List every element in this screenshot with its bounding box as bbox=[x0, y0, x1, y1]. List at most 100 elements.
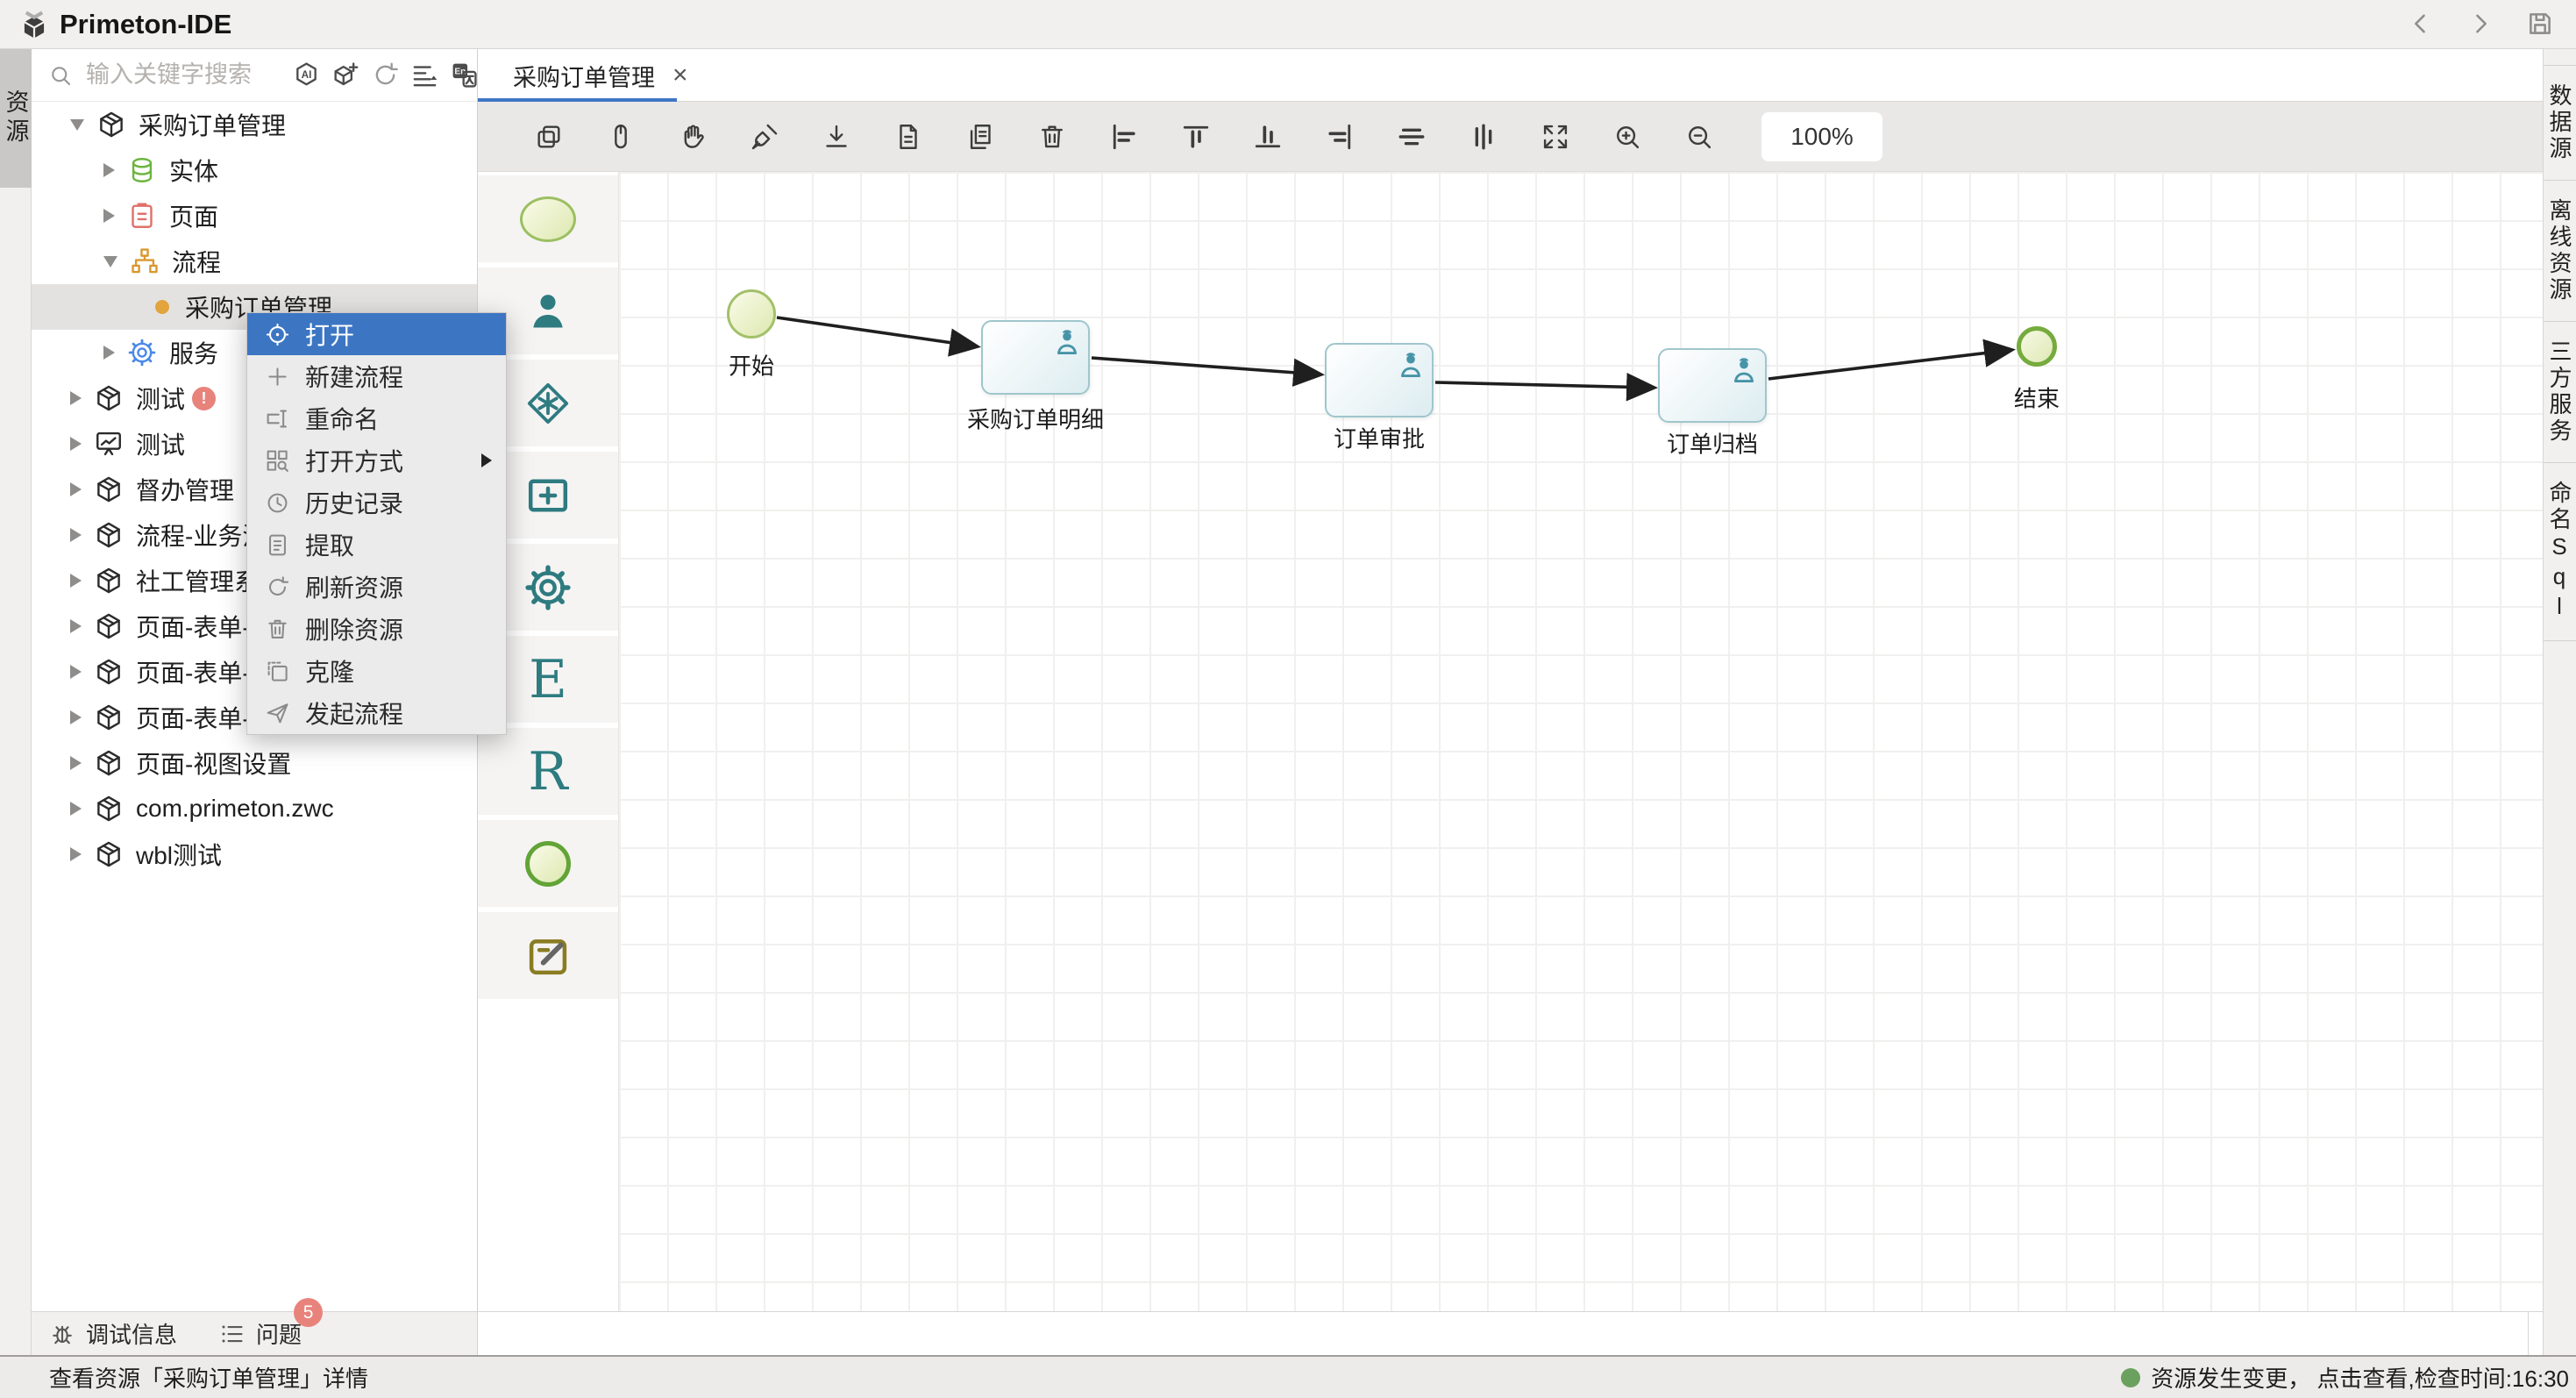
tree-item-flow[interactable]: 流程 bbox=[32, 239, 477, 284]
sidebar-tab-resources[interactable]: 资源 bbox=[0, 49, 32, 188]
chevron-right-icon[interactable] bbox=[70, 847, 82, 861]
bottom-tab-problems[interactable]: 问题5 bbox=[219, 1317, 302, 1350]
tree-item-label: wbl测试 bbox=[136, 837, 222, 872]
toolbar-duplicate-document-icon[interactable] bbox=[965, 122, 995, 152]
flow-node-task-order-approval[interactable] bbox=[1325, 343, 1434, 417]
nav-forward-icon[interactable] bbox=[2466, 9, 2495, 39]
chevron-right-icon[interactable] bbox=[70, 391, 82, 405]
chevron-right-icon[interactable] bbox=[103, 209, 115, 223]
sidebar-tab-third-party-service[interactable]: 三方服务 bbox=[2544, 322, 2576, 463]
palette-item-start-event[interactable] bbox=[478, 175, 618, 262]
menu-item-label: 删除资源 bbox=[305, 611, 403, 646]
toolbar-align-right-icon[interactable] bbox=[1325, 122, 1355, 152]
refresh-icon[interactable] bbox=[371, 61, 400, 89]
context-menu-item-open[interactable]: 打开 bbox=[247, 313, 506, 355]
context-menu-item-clone[interactable]: 克隆 bbox=[247, 650, 506, 692]
toolbar-zoom-out-icon[interactable] bbox=[1684, 122, 1714, 152]
context-menu-item-history[interactable]: 历史记录 bbox=[247, 481, 506, 524]
chevron-down-icon[interactable] bbox=[70, 119, 84, 131]
search-input[interactable] bbox=[86, 61, 292, 89]
nav-back-icon[interactable] bbox=[2406, 9, 2436, 39]
tree-item-com-primeton-zwc[interactable]: com.primeton.zwc bbox=[32, 786, 477, 831]
flow-icon bbox=[130, 246, 160, 276]
toolbar-fit-screen-icon[interactable] bbox=[1541, 122, 1570, 152]
chevron-right-icon[interactable] bbox=[70, 665, 82, 679]
context-menu-item-rename[interactable]: 重命名 bbox=[247, 397, 506, 439]
flow-node-start-event[interactable] bbox=[727, 289, 776, 339]
cube-icon bbox=[94, 611, 124, 641]
ai-assistant-icon[interactable]: AI bbox=[292, 61, 321, 89]
toolbar-delete-trash-icon[interactable] bbox=[1037, 122, 1067, 152]
rename-icon bbox=[265, 406, 290, 432]
context-menu-item-start-flow[interactable]: 发起流程 bbox=[247, 692, 506, 734]
toolbar-hand-pan-icon[interactable] bbox=[678, 122, 708, 152]
tab-close-icon[interactable]: × bbox=[672, 61, 688, 90]
user-task-icon bbox=[1395, 349, 1427, 381]
toolbar-duplicate-shape-icon[interactable] bbox=[534, 122, 564, 152]
new-module-icon[interactable] bbox=[331, 61, 360, 89]
chevron-down-icon[interactable] bbox=[103, 256, 117, 267]
palette-item-end-event[interactable] bbox=[478, 820, 618, 907]
problems-count-badge: 5 bbox=[294, 1298, 323, 1327]
toolbar-import-download-icon[interactable] bbox=[822, 122, 851, 152]
chevron-right-icon[interactable] bbox=[103, 163, 115, 177]
tree-item-wbl-test[interactable]: wbl测试 bbox=[32, 831, 477, 877]
cube-icon bbox=[94, 520, 124, 550]
chevron-right-icon[interactable] bbox=[70, 619, 82, 633]
chevron-right-icon[interactable] bbox=[70, 802, 82, 816]
tree-item-page[interactable]: 页面 bbox=[32, 193, 477, 239]
flow-node-task-purchase-order-detail[interactable] bbox=[981, 320, 1090, 395]
svg-text:AI: AI bbox=[302, 68, 312, 81]
menu-item-label: 历史记录 bbox=[305, 485, 403, 520]
flow-canvas[interactable]: 开始采购订单明细订单审批订单归档结束 bbox=[618, 172, 2543, 1311]
chevron-right-icon[interactable] bbox=[70, 710, 82, 724]
tree-item-label: 测试 bbox=[136, 426, 185, 461]
chevron-right-icon[interactable] bbox=[103, 346, 115, 360]
chevron-right-icon[interactable] bbox=[70, 437, 82, 451]
sidebar-tab-data-source[interactable]: 数据源 bbox=[2544, 65, 2576, 181]
tab-purchase-order-mgmt[interactable]: 采购订单管理 × bbox=[478, 49, 677, 102]
menu-item-label: 提取 bbox=[305, 527, 354, 562]
flow-node-task-order-archive[interactable] bbox=[1658, 348, 1767, 423]
sidebar-tab-named-sql[interactable]: 命名Sql bbox=[2544, 463, 2576, 641]
context-menu-item-delete-resource[interactable]: 删除资源 bbox=[247, 608, 506, 650]
chevron-right-icon[interactable] bbox=[70, 756, 82, 770]
toolbar-align-left-icon[interactable] bbox=[1109, 122, 1139, 152]
context-menu-item-open-with[interactable]: 打开方式 bbox=[247, 439, 506, 481]
search-icon bbox=[47, 62, 74, 89]
collapse-all-icon[interactable] bbox=[410, 61, 439, 89]
flow-node-label: 开始 bbox=[729, 349, 774, 382]
palette-item-r-element[interactable]: R bbox=[478, 728, 618, 815]
gateway-icon bbox=[524, 380, 572, 427]
toolbar-align-center-vertical-icon[interactable] bbox=[1469, 122, 1498, 152]
translate-icon[interactable]: En bbox=[450, 61, 479, 89]
toolbar-align-top-icon[interactable] bbox=[1181, 122, 1211, 152]
save-icon[interactable] bbox=[2525, 9, 2555, 39]
sidebar-tab-offline-resource[interactable]: 离线资源 bbox=[2544, 181, 2576, 322]
flow-node-end-event[interactable] bbox=[2017, 326, 2057, 367]
resource-change-notice[interactable]: 资源发生变更， 点击查看,检查时间:16:30 bbox=[2121, 1361, 2569, 1394]
bottom-panel-tabs: 调试信息 问题5 bbox=[32, 1311, 477, 1355]
chevron-right-icon[interactable] bbox=[70, 482, 82, 496]
toolbar-document-icon[interactable] bbox=[893, 122, 923, 152]
chevron-right-icon[interactable] bbox=[70, 574, 82, 588]
chevron-right-icon[interactable] bbox=[70, 528, 82, 542]
palette-item-annotation[interactable] bbox=[478, 912, 618, 999]
tree-item-purchase-order-mgmt[interactable]: 采购订单管理 bbox=[32, 102, 477, 147]
context-menu-item-new-flow[interactable]: 新建流程 bbox=[247, 355, 506, 397]
toolbar-zoom-in-icon[interactable] bbox=[1612, 122, 1642, 152]
toolbar-align-center-horizontal-icon[interactable] bbox=[1397, 122, 1427, 152]
page-icon bbox=[127, 201, 157, 231]
toolbar-clean-brush-icon[interactable] bbox=[750, 122, 779, 152]
palette-letter: R bbox=[528, 745, 567, 798]
right-tab-strip: 数据源离线资源三方服务命名Sql bbox=[2543, 49, 2576, 1355]
context-menu-item-refresh-resource[interactable]: 刷新资源 bbox=[247, 566, 506, 608]
tree-item-entity[interactable]: 实体 bbox=[32, 147, 477, 193]
zoom-level[interactable]: 100% bbox=[1761, 112, 1882, 161]
toolbar-mouse-pointer-icon[interactable] bbox=[606, 122, 636, 152]
tree-item-page-view-settings[interactable]: 页面-视图设置 bbox=[32, 740, 477, 786]
bottom-tab-debug-info[interactable]: 调试信息 bbox=[49, 1317, 177, 1350]
toolbar-align-bottom-icon[interactable] bbox=[1253, 122, 1283, 152]
context-menu-item-extract[interactable]: 提取 bbox=[247, 524, 506, 566]
refresh-icon bbox=[265, 574, 290, 600]
